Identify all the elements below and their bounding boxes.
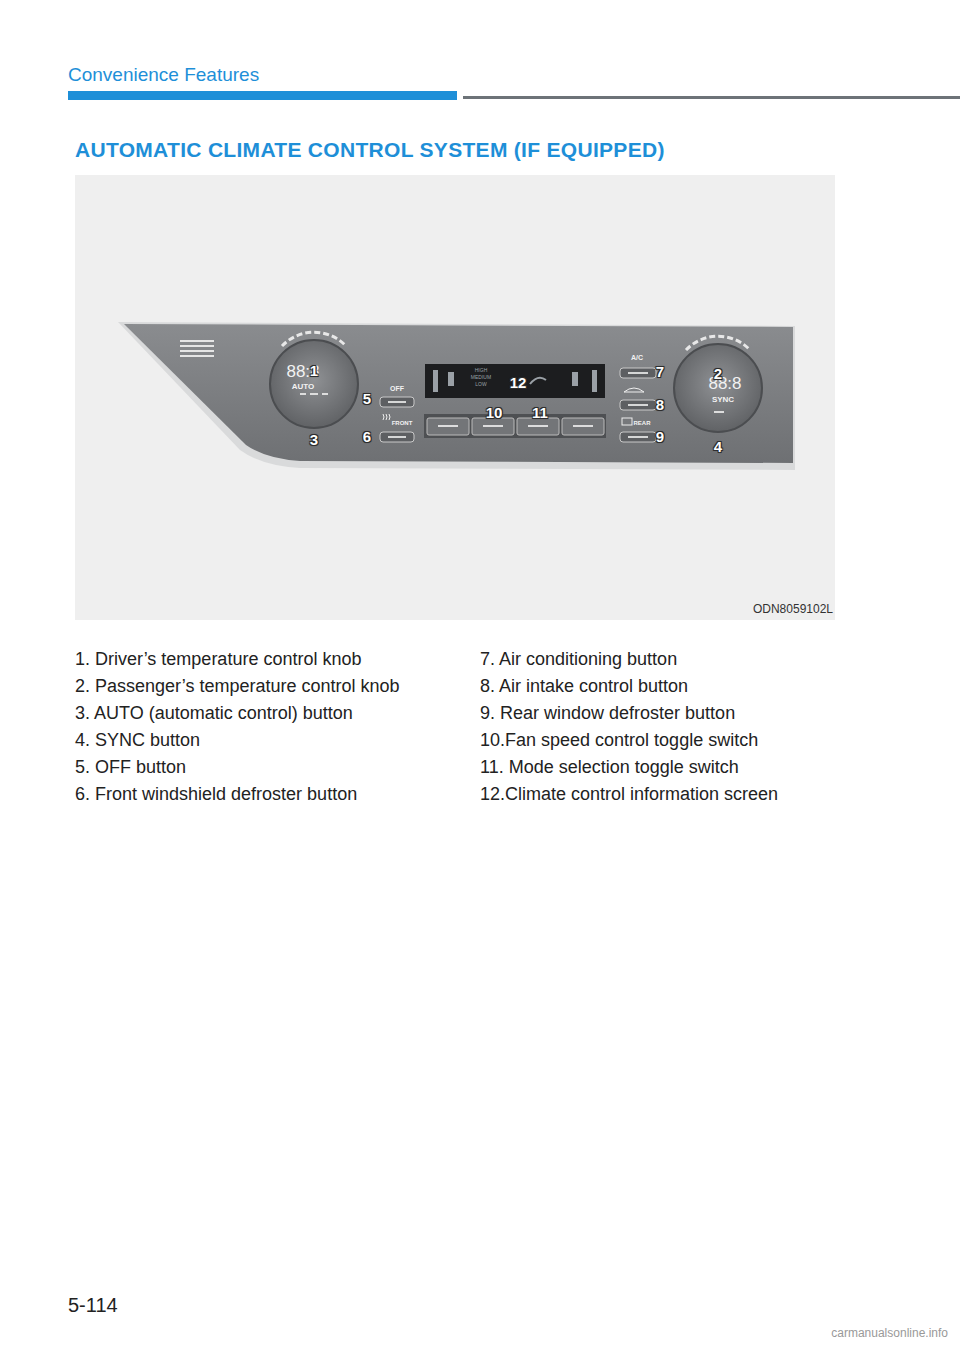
button-legend: REAR — [633, 420, 650, 427]
screen-text: HIGH — [475, 368, 488, 374]
list-item: 9. Rear window defroster button — [480, 703, 735, 724]
callout-number: 12 — [510, 374, 527, 391]
button-legend: FRONT — [392, 420, 413, 427]
list-item: 8. Air intake control button — [480, 676, 688, 697]
vent — [180, 341, 214, 356]
panel-face — [124, 324, 793, 463]
callout-number: 7 — [656, 363, 664, 380]
callout-number: 8 — [656, 396, 664, 413]
callout-number: 11 — [532, 404, 548, 421]
panel-trim — [118, 322, 795, 470]
toggle-row — [424, 414, 606, 438]
temp-display: 88:8 — [708, 374, 741, 394]
figure-ground — [75, 175, 835, 620]
right-knob — [674, 336, 762, 432]
list-item: 4. SYNC button — [75, 730, 200, 751]
screen-text: LOW — [475, 382, 486, 388]
list-item: 2. Passenger’s temperature control knob — [75, 676, 400, 697]
section-title: AUTOMATIC CLIMATE CONTROL SYSTEM (IF EQU… — [75, 138, 665, 162]
button-legend: SYNC — [712, 395, 734, 404]
watermark: carmanualsonline.info — [831, 1327, 948, 1341]
callout-number: 6 — [363, 428, 371, 445]
screen-icons — [433, 370, 597, 392]
header-bar — [68, 91, 457, 100]
callout-number: 3 — [310, 431, 318, 448]
left-knob — [270, 332, 358, 428]
list-item: 6. Front windshield defroster button — [75, 784, 357, 805]
list-item: 10.Fan speed control toggle switch — [480, 730, 758, 751]
running-header: Convenience Features — [68, 64, 259, 86]
info-screen — [425, 364, 605, 398]
figure-code: ODN8059102L — [753, 603, 833, 617]
list-item: 1. Driver’s temperature control knob — [75, 649, 361, 670]
list-item: 11. Mode selection toggle switch — [480, 757, 739, 778]
callout-number: 5 — [363, 390, 371, 407]
button-legend: AUTO — [292, 382, 315, 391]
callout-number: 10 — [486, 404, 503, 421]
screen-text: MEDIUM — [471, 375, 491, 381]
header-rule — [463, 96, 960, 99]
list-item: 3. AUTO (automatic control) button — [75, 703, 353, 724]
buttons — [380, 368, 656, 442]
page-number: 5-114 — [68, 1294, 118, 1317]
callout-number: 4 — [714, 438, 722, 455]
button-legend: A/C — [631, 354, 643, 362]
callout-number: 9 — [656, 428, 664, 445]
list-item: 7. Air conditioning button — [480, 649, 677, 670]
callout-number: 1 — [310, 362, 318, 379]
list-item: 5. OFF button — [75, 757, 186, 778]
button-legend: OFF — [390, 385, 404, 393]
callout-number: 2 — [714, 365, 722, 382]
list-item: 12.Climate control information screen — [480, 784, 778, 805]
